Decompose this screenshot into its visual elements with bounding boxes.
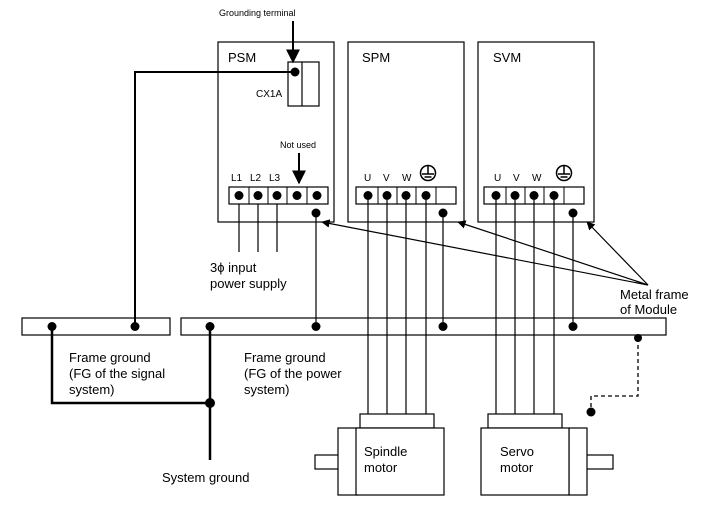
svm-u-label: U [494, 173, 501, 184]
grounding-terminal-label: Grounding terminal [219, 8, 296, 18]
servo-motor-cables [495, 200, 555, 414]
svm-terminal-dot-ground [549, 191, 559, 200]
fg-power-label-1: Frame ground [244, 350, 326, 365]
terminal-dot-l3 [272, 191, 282, 200]
ground-symbol-icon [419, 164, 437, 182]
svm-terminal-dot-w [529, 191, 539, 200]
spm-w-label: W [402, 173, 412, 184]
fg-power-label-2: (FG of the power [244, 366, 342, 381]
spm-frame-dot [438, 208, 448, 218]
input-supply-label-1: 3ϕ input [210, 260, 257, 275]
svm-module [477, 41, 595, 223]
fg-signal-label-3: system) [69, 382, 115, 397]
spindle-motor-label-2: motor [364, 460, 398, 475]
servo-motor-label-1: Servo [500, 444, 534, 459]
spm-label: SPM [362, 50, 390, 65]
spm-terminal-dot-ground [421, 191, 431, 200]
svm-label: SVM [493, 50, 521, 65]
svm-w-label: W [532, 173, 542, 184]
system-ground-junction [205, 398, 215, 408]
signal-bar-dot-right [130, 322, 140, 331]
spindle-motor-cables [367, 200, 427, 414]
cx1a-ground-wire [134, 71, 295, 326]
spm-v-label: V [383, 173, 390, 184]
signal-bar-dot-left [47, 322, 57, 331]
system-ground-label: System ground [162, 470, 249, 485]
spm-terminal-dot-u [363, 191, 373, 200]
metal-frame-arrows [321, 219, 649, 286]
power-bar-dot-left [205, 322, 215, 331]
fg-signal-label-2: (FG of the signal [69, 366, 165, 381]
cx1a-label: CX1A [256, 89, 282, 100]
power-bar-dot-spm [438, 322, 448, 331]
spm-terminal-dot-w [401, 191, 411, 200]
psm-terminal-block [228, 186, 329, 205]
svm-v-label: V [513, 173, 520, 184]
l1-label: L1 [231, 173, 243, 184]
spindle-motor [314, 413, 445, 496]
signal-ground-bar [21, 317, 171, 336]
metal-frame-label-1: Metal frame [620, 287, 689, 302]
svm-frame-dot [568, 208, 578, 218]
servo-frame-dot [586, 407, 596, 417]
cx1a-connector [287, 61, 320, 107]
terminal-dot-unused [292, 191, 302, 200]
terminal-dot-l2 [253, 191, 263, 200]
servo-frame-ground-wire [590, 338, 639, 410]
power-bar-dot-psm [311, 322, 321, 331]
power-bar-dot-svm [568, 322, 578, 331]
terminal-dot-ground [312, 191, 322, 200]
l3-label: L3 [269, 173, 281, 184]
servo-motor-label-2: motor [500, 460, 534, 475]
spindle-motor-label-1: Spindle [364, 444, 407, 459]
servo-motor [480, 413, 614, 496]
power-ground-bar [180, 317, 667, 336]
terminal-dot-l1 [234, 191, 244, 200]
svm-terminal-dot-u [491, 191, 501, 200]
fg-signal-label-1: Frame ground [69, 350, 151, 365]
signal-to-system-ground-wire [50, 330, 210, 405]
psm-label: PSM [228, 50, 256, 65]
fg-power-label-3: system) [244, 382, 290, 397]
psm-frame-dot [311, 208, 321, 218]
not-used-label: Not used [280, 140, 316, 150]
svm-terminal-dot-v [510, 191, 520, 200]
l2-label: L2 [250, 173, 262, 184]
psm-module [217, 41, 335, 223]
spm-terminal-dot-v [382, 191, 392, 200]
spm-u-label: U [364, 173, 371, 184]
input-supply-label-2: power supply [210, 276, 287, 291]
ground-symbol-icon [555, 164, 573, 182]
metal-frame-label-2: of Module [620, 302, 677, 317]
